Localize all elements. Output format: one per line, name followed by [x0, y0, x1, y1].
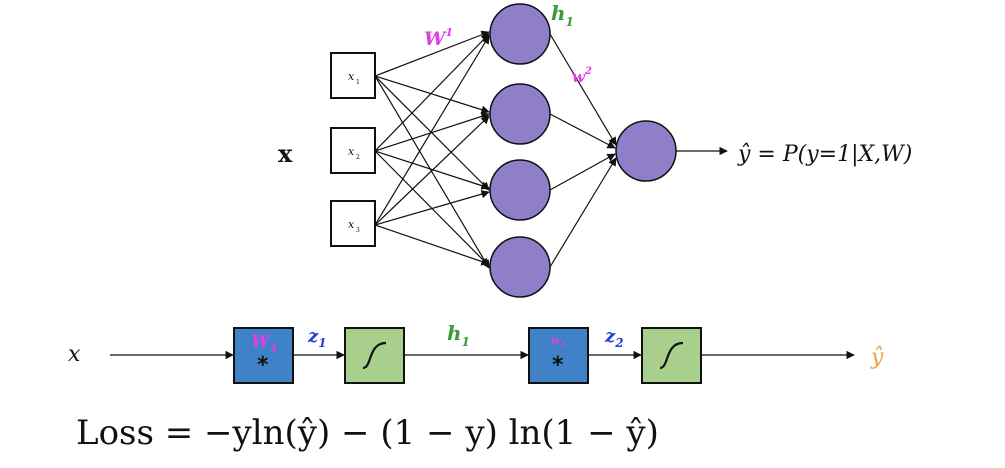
svg-text:x: x — [348, 145, 355, 158]
network-input-label: x — [278, 139, 293, 168]
pipeline-output-label: ŷ — [870, 345, 884, 370]
svg-text:1: 1 — [356, 79, 360, 86]
svg-text:3: 3 — [356, 227, 360, 234]
hidden-layer-label: h1 — [551, 1, 574, 29]
input-node-x3: x 3 — [330, 200, 376, 247]
z1-label: z1 — [307, 326, 327, 350]
multiply-symbol-2: * — [552, 353, 564, 378]
loss-equation: Loss = −yln(ŷ) − (1 − y) ln(1 − ŷ) — [76, 413, 659, 453]
multiply-box-2: w2 * — [528, 327, 589, 384]
weight1-label: W1 — [424, 26, 453, 50]
hidden-neuron-1 — [489, 3, 551, 65]
hidden-neuron-2 — [489, 83, 551, 145]
hidden-neuron-4 — [489, 236, 551, 298]
output-equation: ŷ = P(y=1|X,W) — [737, 142, 912, 167]
input-node-x2: x 2 — [330, 127, 376, 174]
multiply-box-1: W1 * — [233, 327, 294, 384]
output-neuron — [615, 120, 677, 182]
pipeline-input-label: x — [68, 342, 81, 367]
network-edges-layer2 — [549, 33, 728, 268]
svg-text:x: x — [348, 70, 355, 83]
hidden-neurons — [489, 3, 551, 298]
svg-text:x: x — [348, 218, 355, 231]
sigmoid-icon — [362, 341, 387, 370]
input-node-x1: x 1 — [330, 52, 376, 99]
hidden-neuron-3 — [489, 159, 551, 221]
sigmoid-box-2 — [641, 327, 702, 384]
sigmoid-icon — [659, 341, 684, 370]
w1-label: W1 — [251, 332, 278, 355]
network-edges-layer1 — [374, 30, 490, 269]
h1-label: h1 — [447, 321, 470, 349]
sigmoid-box-1 — [344, 327, 405, 384]
multiply-symbol-1: * — [257, 353, 269, 378]
z2-label: z2 — [604, 326, 624, 350]
svg-text:2: 2 — [356, 154, 360, 161]
weight2-label: w2 — [572, 66, 592, 86]
w2-label: w2 — [551, 334, 565, 349]
